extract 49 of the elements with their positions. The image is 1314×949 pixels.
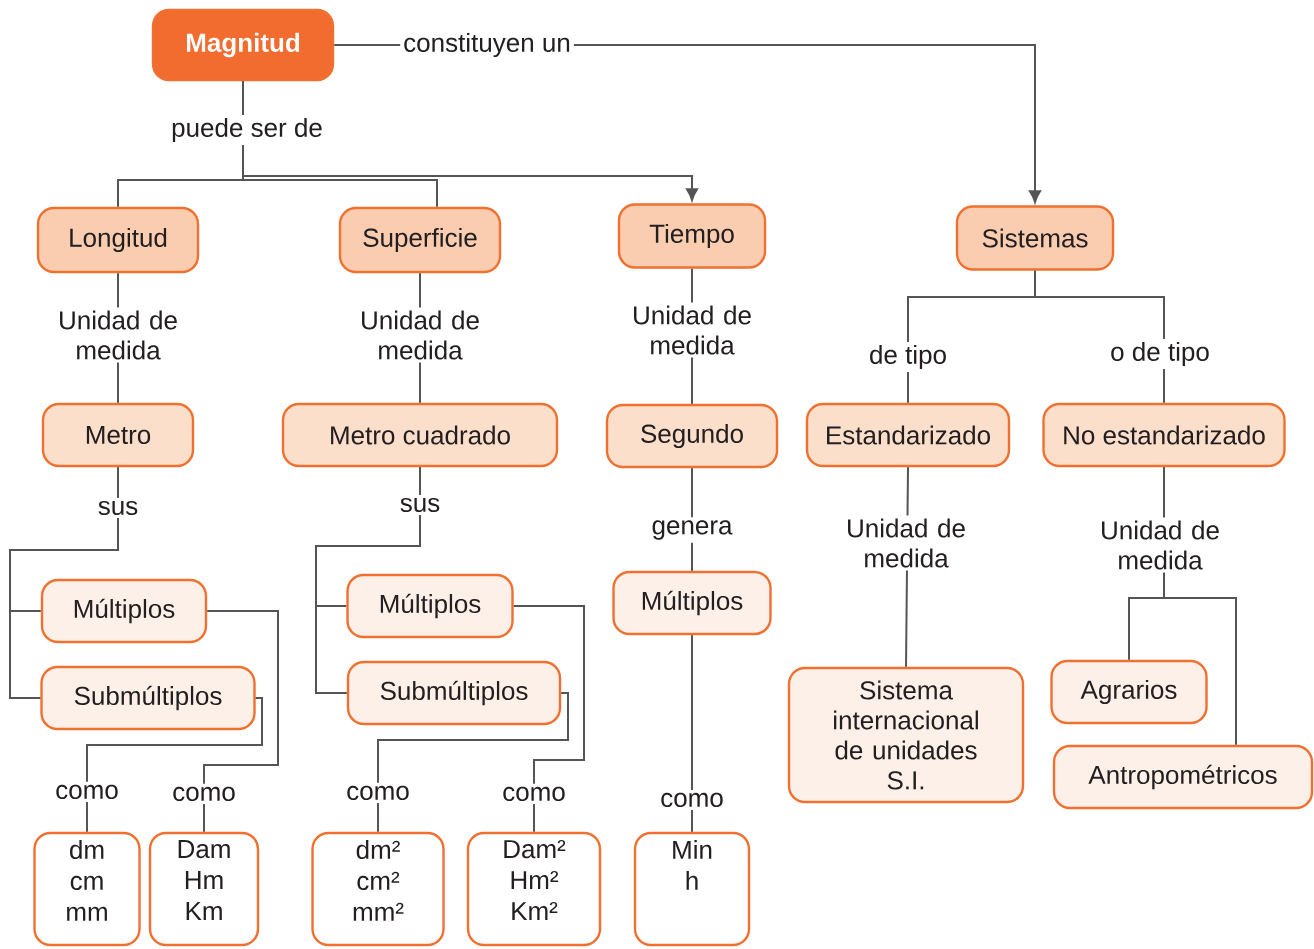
edge-label: Unidad de medida	[623, 302, 761, 358]
concept-box: Múltiplos	[612, 570, 772, 636]
edge-label: constituyen un	[400, 29, 574, 61]
concept-box: Metro	[41, 402, 195, 468]
edge-label: de tipo	[866, 341, 951, 373]
concept-box: Sistemas	[955, 205, 1115, 271]
edge-label: como	[52, 781, 122, 803]
edge-label: genera	[648, 517, 736, 543]
edge-label: sus	[94, 497, 142, 519]
edge-label: Unidad de medida	[1091, 517, 1229, 573]
connector	[1034, 269, 1165, 404]
edge-label: puede ser de	[168, 114, 326, 146]
edge-label: o de tipo	[1107, 338, 1213, 370]
connector	[377, 692, 569, 833]
connector	[315, 466, 421, 694]
edge-label: como	[169, 783, 239, 805]
edge-label: sus	[396, 494, 444, 516]
connector	[512, 605, 585, 833]
concept-box: Segundo	[605, 403, 779, 469]
connector	[9, 466, 119, 699]
concept-box: Sistema internacional de unidades S.I.	[787, 666, 1025, 804]
concept-box: dm² cm² mm²	[311, 831, 445, 947]
concept-box: Dam Hm Km	[148, 831, 260, 947]
concept-box: Metro cuadrado	[281, 402, 559, 468]
connector	[86, 697, 263, 833]
concept-box: Longitud	[36, 206, 200, 274]
concept-box: Submúltiplos	[346, 660, 562, 726]
concept-box: Magnitud	[151, 8, 335, 82]
concept-box: No estandarizado	[1042, 402, 1286, 468]
edge-label: como	[343, 782, 413, 804]
edge-label: Unidad de medida	[49, 307, 187, 363]
connector	[691, 634, 693, 833]
edge-label: como	[499, 783, 569, 805]
concept-box: dm cm mm	[33, 831, 141, 947]
connector	[203, 610, 279, 833]
concept-box: Dam² Hm² Km²	[466, 831, 602, 947]
concept-box: Submúltiplos	[40, 665, 256, 731]
concept-box: Tiempo	[617, 203, 767, 269]
edge-label: Unidad de medida	[351, 307, 489, 363]
concept-box: Múltiplos	[346, 573, 514, 639]
concept-box: Min h	[633, 831, 751, 947]
concept-box: Estandarizado	[805, 402, 1011, 468]
edge-label: como	[657, 789, 727, 811]
connector	[242, 80, 699, 201]
edge-label: Unidad de medida	[837, 515, 975, 571]
concept-box: Superficie	[338, 206, 502, 274]
concept-box: Agrarios	[1050, 659, 1208, 725]
concept-box: Antropométricos	[1052, 744, 1314, 810]
concept-box: Múltiplos	[40, 578, 208, 644]
